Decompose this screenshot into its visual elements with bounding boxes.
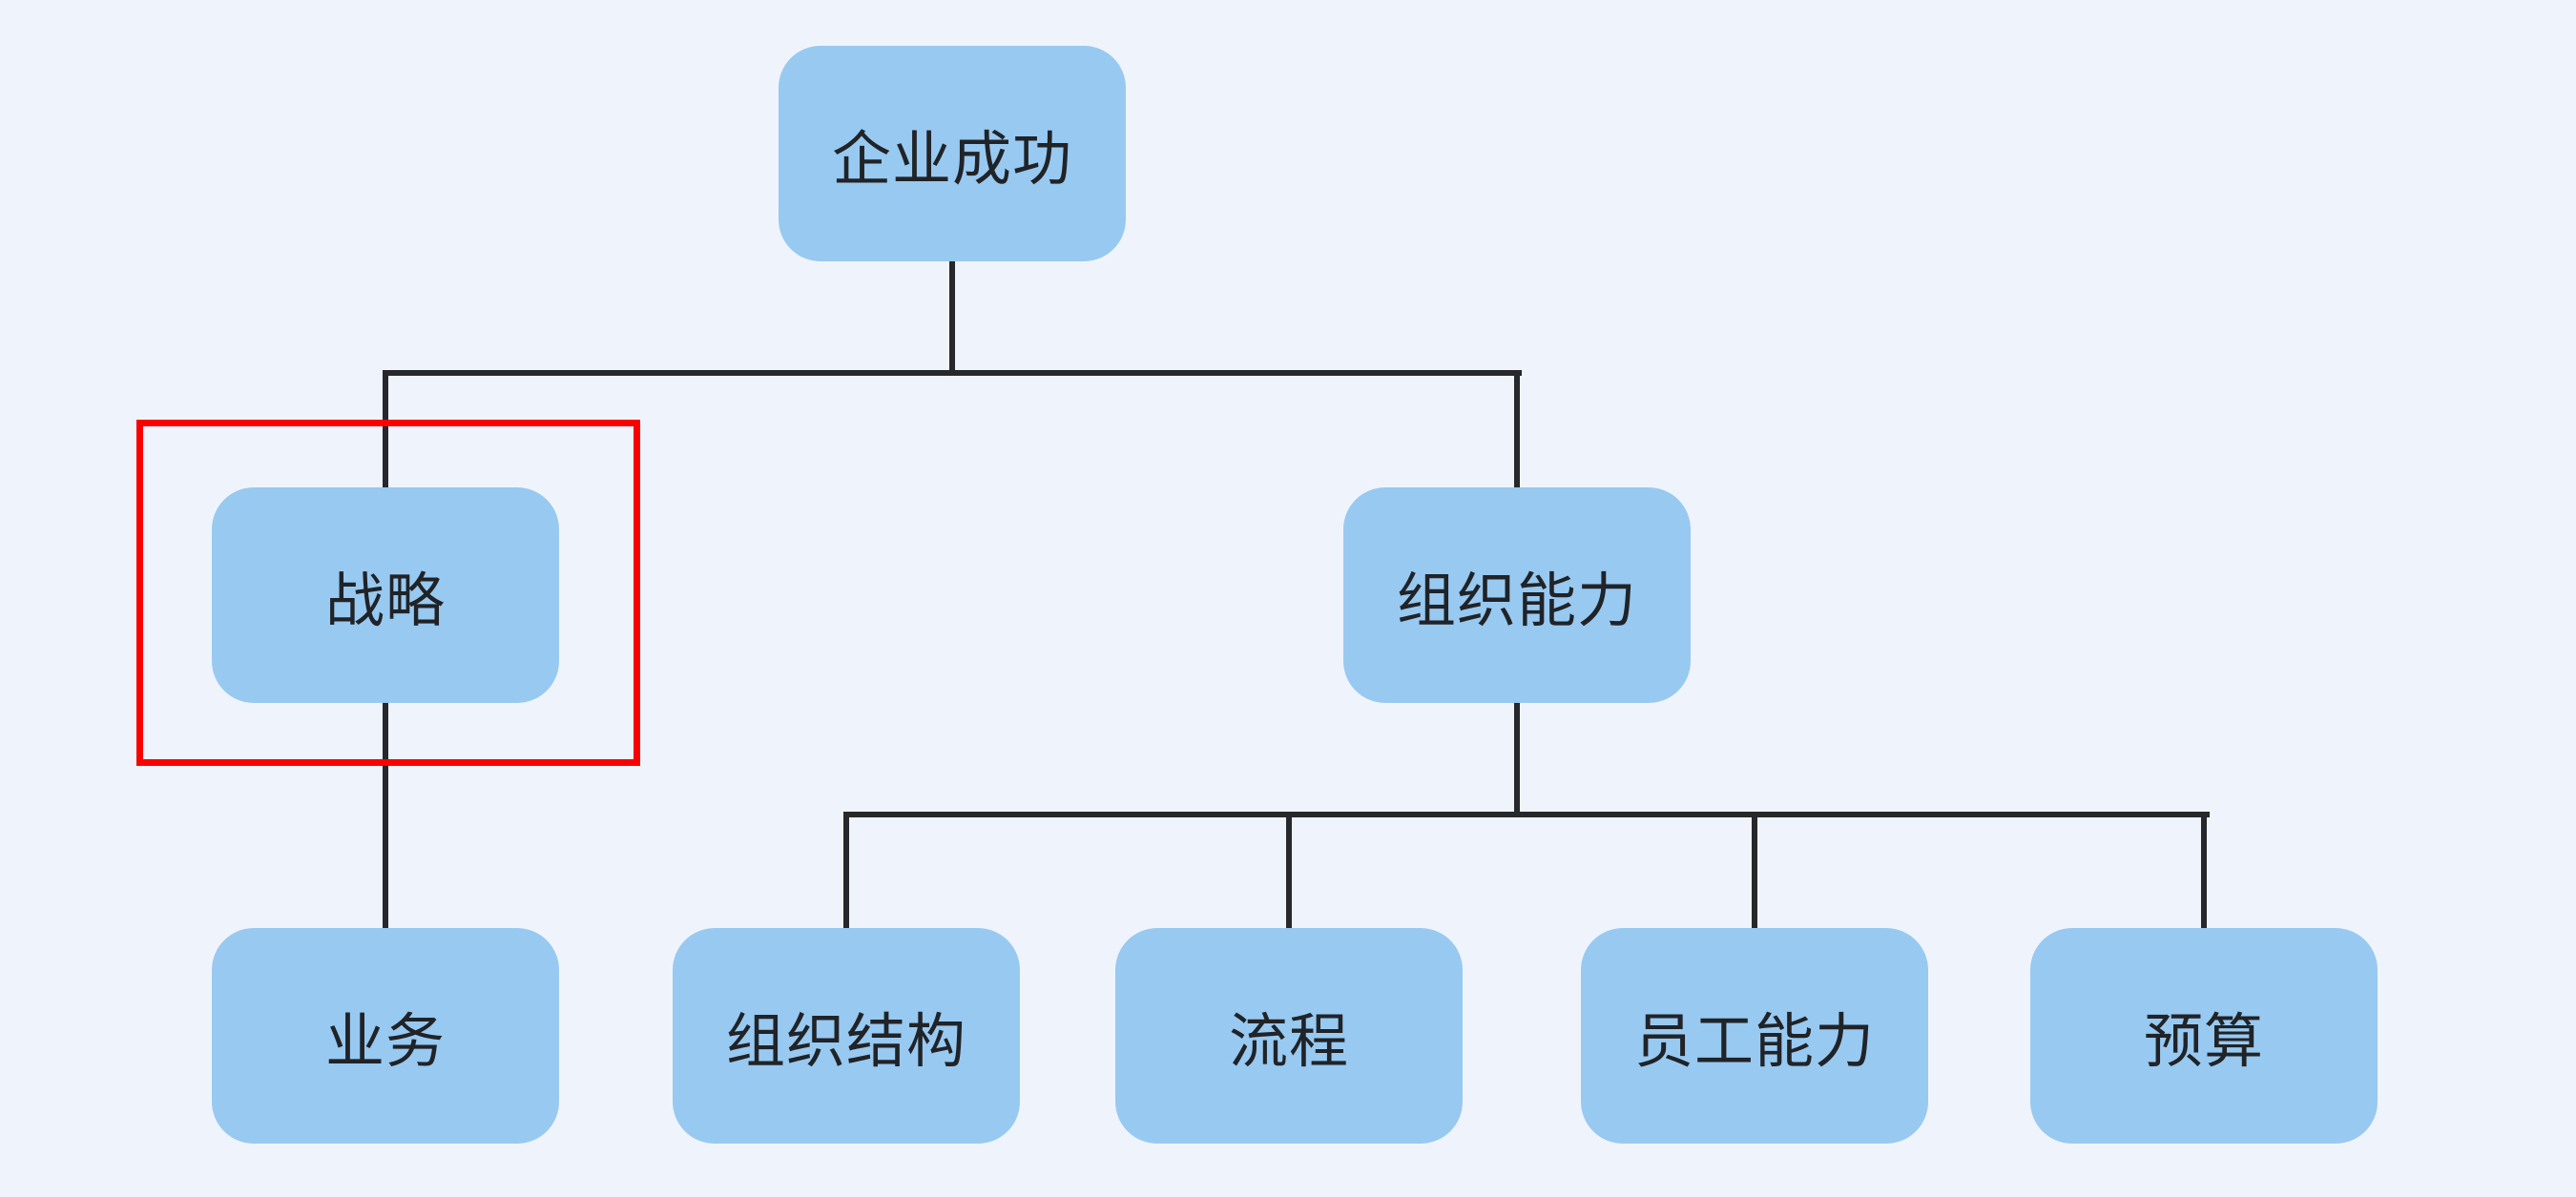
edge-staff-drop: [1752, 815, 1757, 930]
node-org-capability[interactable]: 组织能力: [1343, 487, 1691, 703]
edge-budget-drop: [2201, 815, 2207, 930]
node-enterprise-success[interactable]: 企业成功: [779, 46, 1126, 261]
edge-strategy-drop: [383, 374, 388, 489]
edge-level1-hbar: [383, 370, 1522, 376]
node-org-structure[interactable]: 组织结构: [673, 928, 1020, 1144]
edge-level2-hbar: [843, 812, 2210, 817]
node-staff-capability[interactable]: 员工能力: [1581, 928, 1928, 1144]
node-process[interactable]: 流程: [1115, 928, 1463, 1144]
node-business[interactable]: 业务: [212, 928, 559, 1144]
edge-orgstructure-drop: [843, 815, 849, 930]
highlight-box-strategy: [136, 420, 640, 766]
edge-orgcap-stem: [1514, 699, 1520, 815]
edge-process-drop: [1286, 815, 1292, 930]
node-budget[interactable]: 预算: [2030, 928, 2378, 1144]
edge-root-drop: [949, 259, 955, 374]
edge-strategy-business: [383, 701, 388, 930]
node-strategy[interactable]: 战略: [212, 487, 559, 703]
edge-orgcap-drop: [1514, 374, 1520, 489]
